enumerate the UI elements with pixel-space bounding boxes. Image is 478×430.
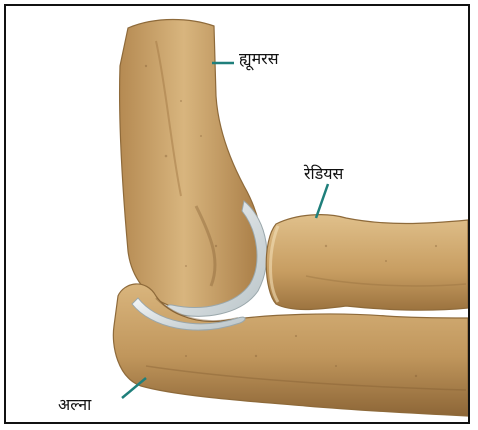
elbow-joint-illustration xyxy=(6,6,470,424)
ulna-label: अल्ना xyxy=(58,397,91,413)
humerus-label: ह्यूमरस xyxy=(239,51,279,67)
diagram-frame: ह्यूमरस रेडियस अल्ना xyxy=(4,4,470,424)
radius-label: रेडियस xyxy=(304,166,343,182)
radius-bone xyxy=(266,215,468,311)
